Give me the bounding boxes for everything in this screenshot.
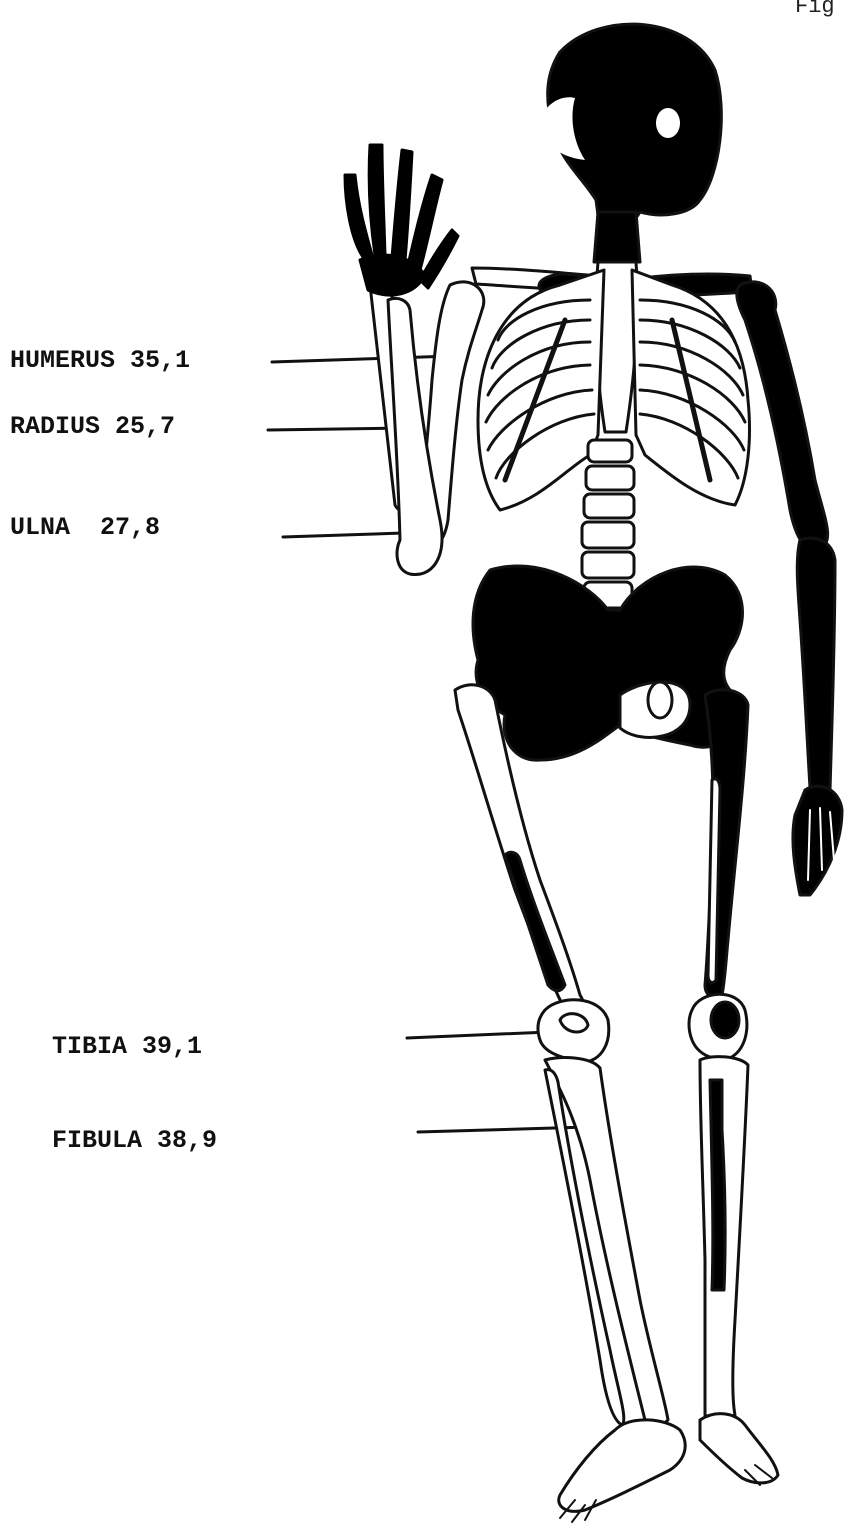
hand-left <box>793 786 842 895</box>
hand-right <box>345 145 458 295</box>
forearm-left <box>797 538 835 824</box>
tibia-left-shading <box>710 1080 725 1290</box>
cervical-spine <box>594 212 640 262</box>
eye-socket <box>656 108 680 138</box>
obturator <box>648 682 672 718</box>
lumbar-spine <box>582 440 634 608</box>
skull <box>548 24 722 230</box>
leader-line-humerus <box>272 356 453 362</box>
leader-line-radius <box>268 428 404 430</box>
patella-left <box>711 1002 739 1038</box>
patella-right <box>560 1014 588 1032</box>
foot-right <box>559 1420 685 1511</box>
leader-line-ulna <box>283 533 404 537</box>
rib-cage-left <box>632 270 749 505</box>
